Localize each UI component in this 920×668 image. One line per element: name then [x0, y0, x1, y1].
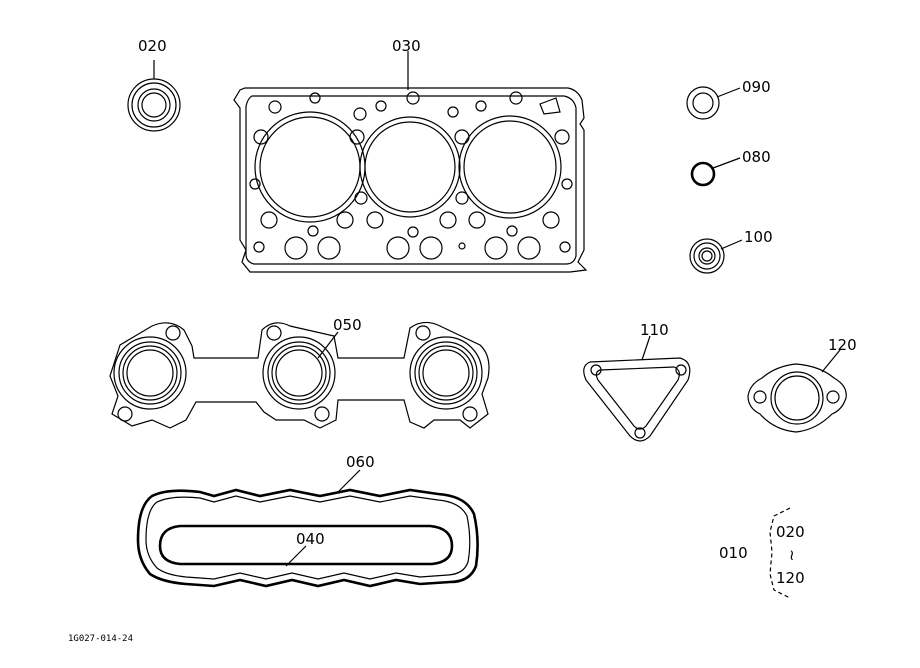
- label-020: 020: [138, 37, 167, 55]
- kit-010-bracket: 010 020 ≀ 120: [719, 507, 805, 599]
- part-030-head-gasket: 030: [233, 37, 588, 273]
- kit-label: 010: [719, 544, 748, 562]
- label-030: 030: [392, 37, 421, 55]
- part-090-washer: 090: [686, 78, 771, 120]
- label-110: 110: [640, 321, 669, 339]
- gasket-bolt-holes: [249, 91, 573, 260]
- part-050-manifold-gasket: 050: [109, 316, 490, 429]
- drawing-code: 1G027-014-24: [68, 634, 133, 644]
- part-100-seal: 100: [689, 228, 773, 274]
- label-090: 090: [742, 78, 771, 96]
- label-050: 050: [333, 316, 362, 334]
- kit-range-tilde: ≀: [789, 546, 795, 564]
- part-040-inner-gasket: 040: [158, 524, 454, 567]
- kit-range-end: 120: [776, 569, 805, 587]
- label-120: 120: [828, 336, 857, 354]
- label-040: 040: [296, 530, 325, 548]
- part-060-cover-gasket: 060: [136, 453, 479, 588]
- label-080: 080: [742, 148, 771, 166]
- kit-range-start: 020: [776, 523, 805, 541]
- part-080-o-ring: 080: [690, 148, 771, 187]
- part-120-flange-gasket: 120: [747, 336, 857, 433]
- part-110-triangular-gasket: 110: [583, 321, 691, 442]
- part-020-oil-seal: 020: [127, 37, 181, 132]
- label-060: 060: [346, 453, 375, 471]
- label-100: 100: [744, 228, 773, 246]
